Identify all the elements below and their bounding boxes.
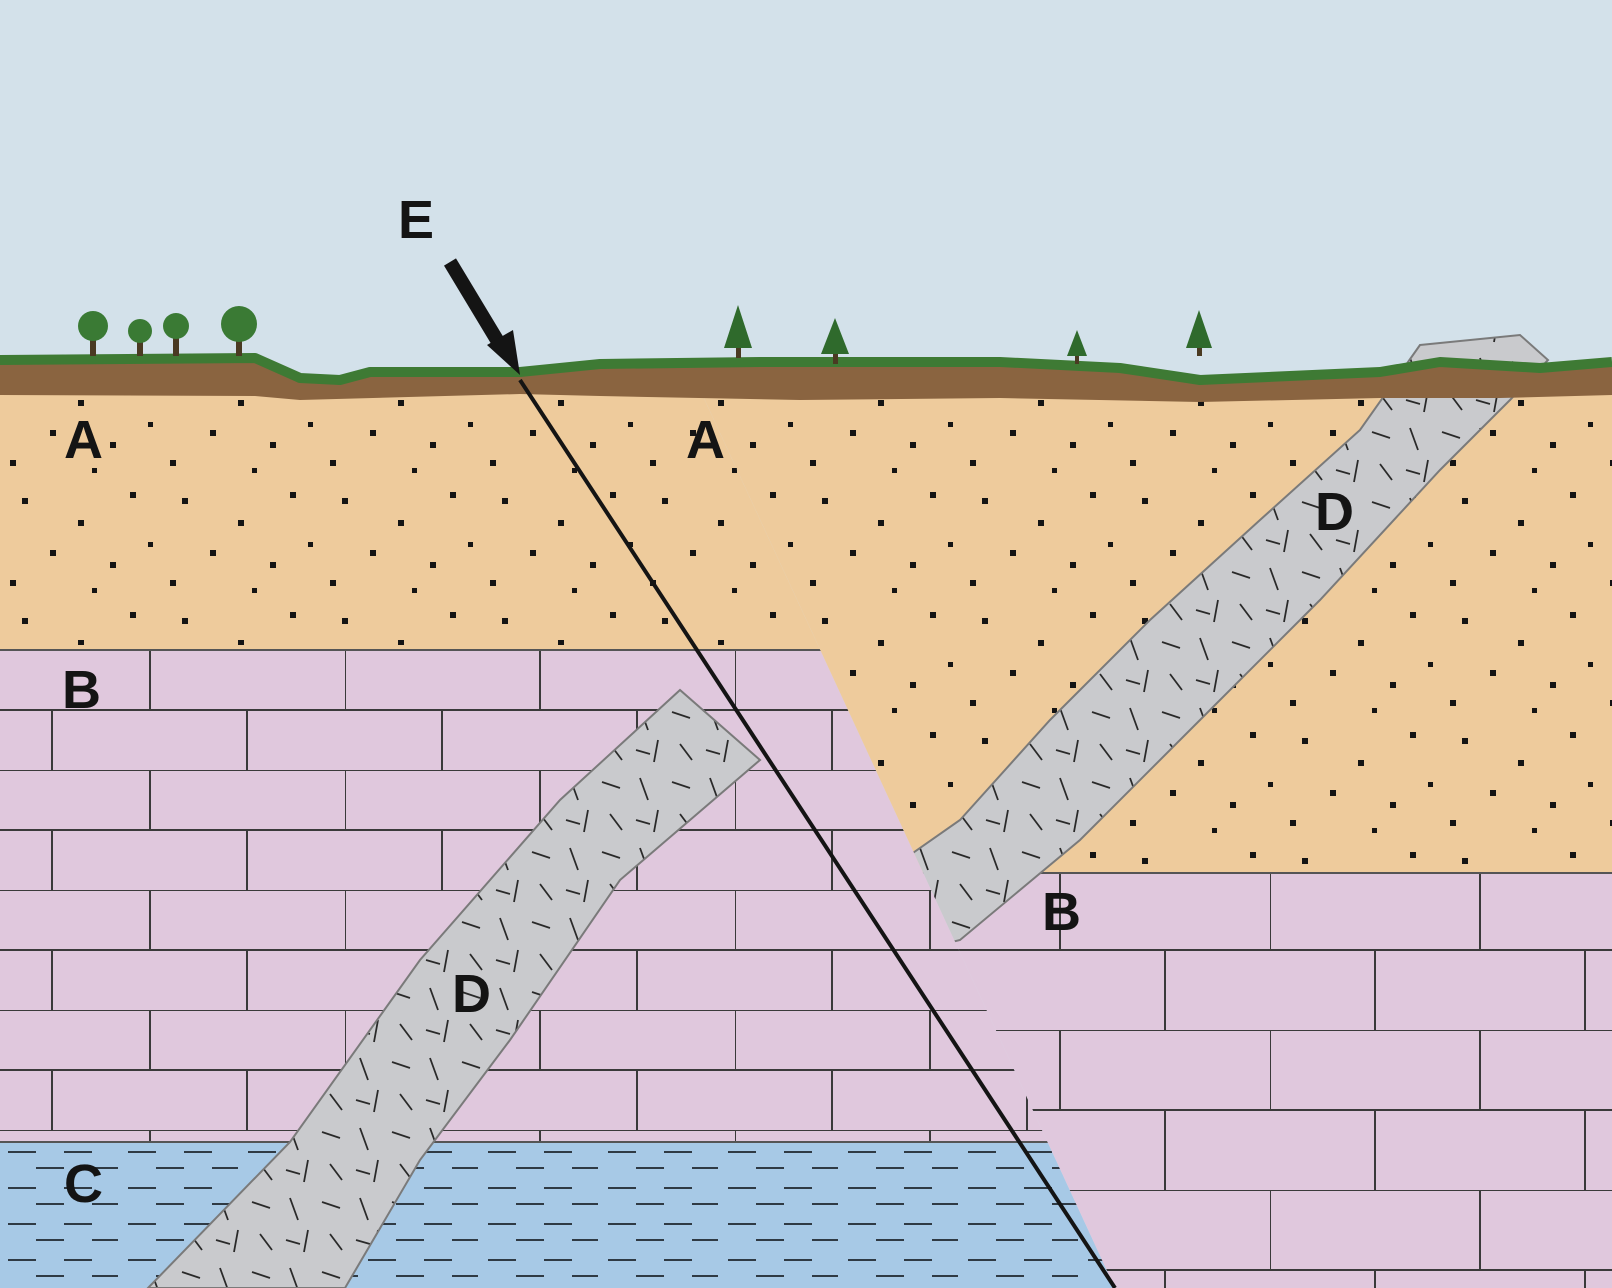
label-c-left: C: [64, 1154, 103, 1214]
ground-surface-grass: [0, 353, 1612, 385]
deciduous-tree-icon: [163, 313, 189, 356]
conifer-tree-icon: [724, 305, 752, 358]
label-d-lower: D: [452, 964, 491, 1024]
label-e-fault: E: [398, 190, 434, 250]
arrow-icon: [444, 258, 520, 375]
conifer-tree-icon: [1186, 310, 1212, 356]
deciduous-tree-icon: [221, 306, 257, 356]
fault-line: [518, 378, 1117, 1288]
deciduous-tree-icon: [78, 311, 108, 356]
deciduous-tree-icon: [128, 319, 152, 356]
label-b-right: B: [1042, 882, 1081, 942]
label-b-left: B: [62, 660, 101, 720]
conifer-tree-icon: [1067, 330, 1087, 364]
conifer-tree-icon: [821, 318, 849, 364]
soil-layer: [0, 358, 1612, 402]
label-a-right: A: [686, 410, 725, 470]
dike-d-lower-segment: [145, 688, 762, 1288]
label-d-upper: D: [1315, 482, 1354, 542]
label-a-left: A: [64, 410, 103, 470]
